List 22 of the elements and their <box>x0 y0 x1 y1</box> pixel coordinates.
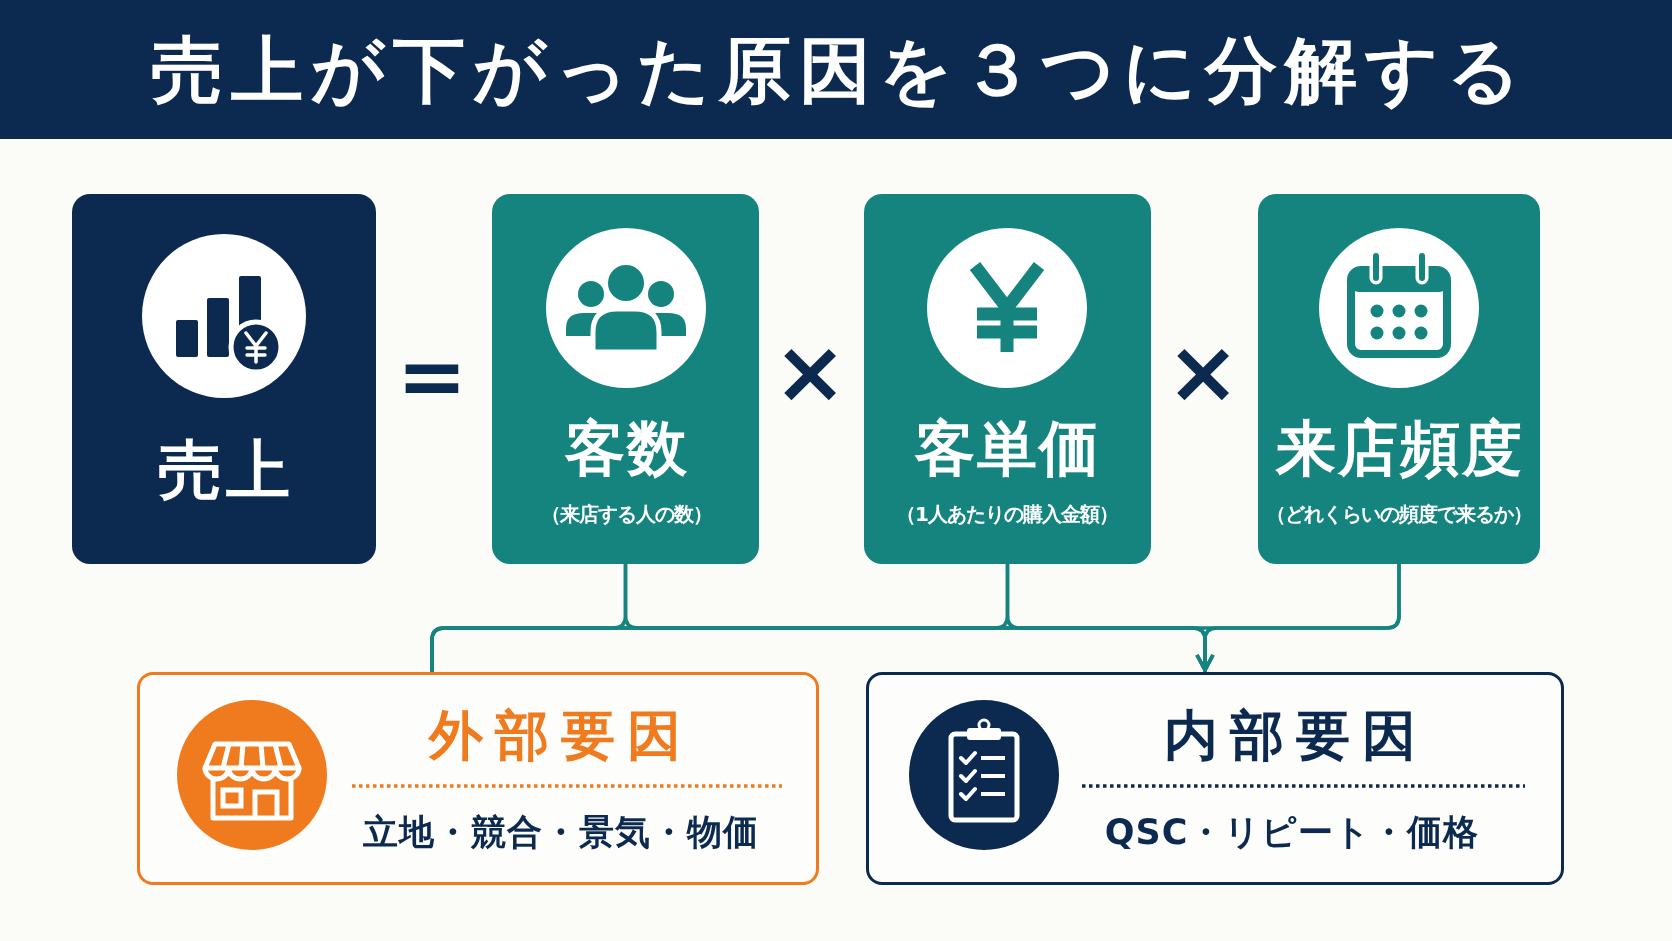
card-subtitle: （どれくらいの頻度で来るか） <box>1266 502 1532 526</box>
metric-card <box>72 194 376 564</box>
title: 売上が下がった原因を３つに分解する <box>150 26 1529 114</box>
factor-heading: 外部要因 <box>427 703 693 768</box>
card-heading: 客単価 <box>914 412 1101 484</box>
card-heading: 売上 <box>157 431 294 509</box>
factor-box <box>137 672 819 885</box>
multiply-sign: × <box>1166 319 1240 425</box>
card-subtitle: （来店する人の数） <box>540 502 712 526</box>
card-heading: 来店頻度 <box>1274 412 1524 484</box>
multiply-sign: × <box>773 319 847 425</box>
factor-heading: 内部要因 <box>1162 703 1428 768</box>
metric-card <box>492 194 759 564</box>
card-subtitle: （1人あたりの購入金額） <box>896 502 1118 526</box>
arrow <box>1195 564 1401 672</box>
card-heading: 客数 <box>564 412 689 484</box>
factor-list: QSC・リピート・価格 <box>1103 810 1480 853</box>
metric-card <box>864 194 1151 564</box>
factor-list: 立地・競合・景気・物価 <box>362 810 759 853</box>
factor-box <box>866 672 1564 885</box>
metric-card <box>1258 194 1540 564</box>
equals-sign: = <box>396 325 468 427</box>
